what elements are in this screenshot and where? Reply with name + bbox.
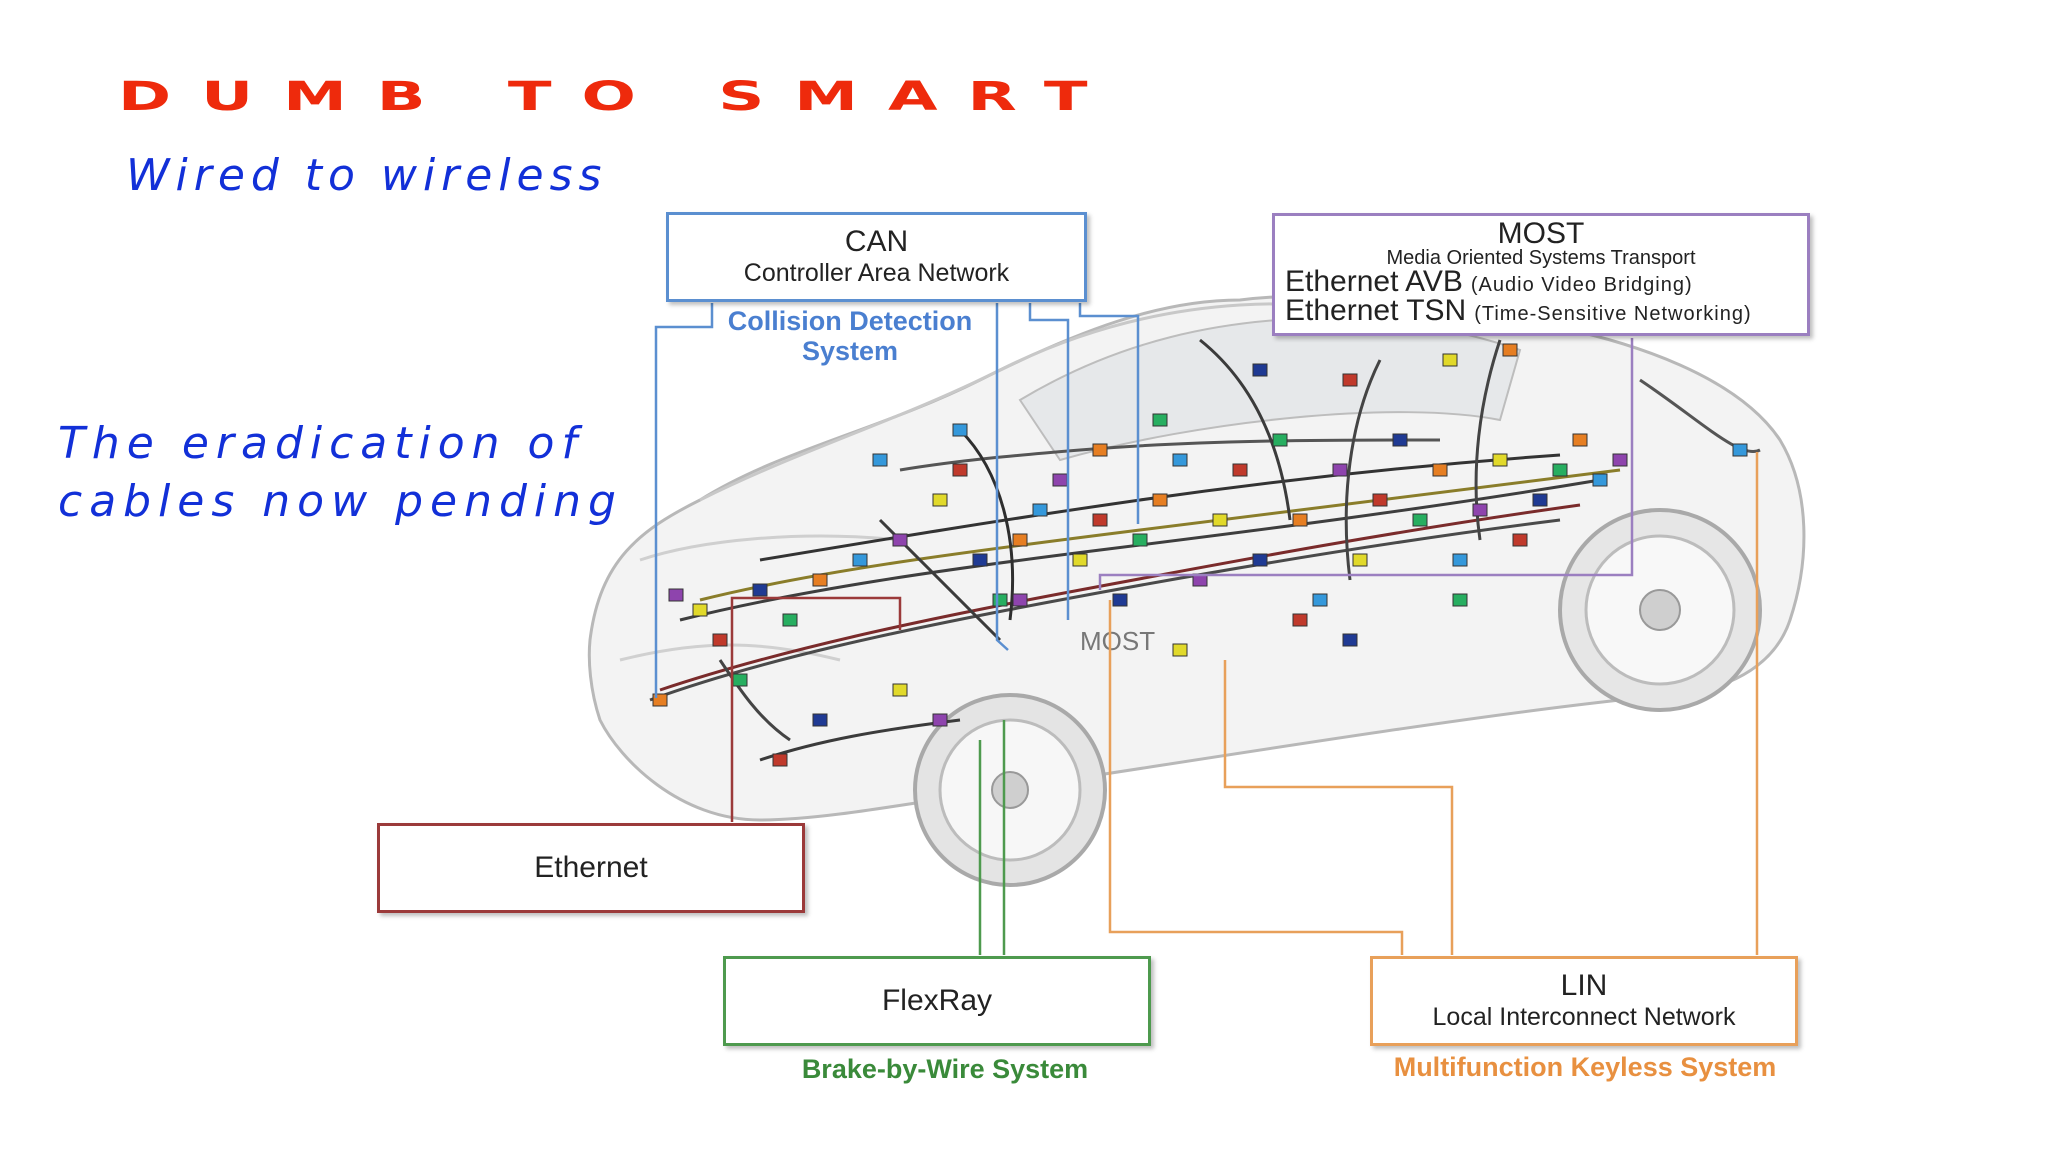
can-full-name: Controller Area Network — [743, 259, 1010, 287]
network-node — [1572, 433, 1588, 447]
most-avb-row: Ethernet AVB (Audio Video Bridging) — [1285, 265, 1693, 298]
network-node — [1272, 433, 1288, 447]
rear-wheel — [1558, 508, 1762, 712]
network-node — [1252, 553, 1268, 567]
car-illustration: MOST — [587, 294, 1806, 887]
network-node — [892, 533, 908, 547]
page-title: Dumb to smart — [118, 74, 1118, 120]
flexray-box: FlexRay — [723, 956, 1151, 1046]
network-node — [1612, 453, 1628, 467]
most-box: MOST Media Oriented Systems Transport Et… — [1272, 213, 1810, 336]
network-node — [1232, 463, 1248, 477]
network-node — [1112, 593, 1128, 607]
network-node — [1152, 413, 1168, 427]
network-node — [952, 423, 968, 437]
network-node — [1352, 553, 1368, 567]
network-node — [668, 588, 684, 602]
most-name: MOST — [1497, 217, 1585, 250]
network-node — [1292, 513, 1308, 527]
page-subtitle: Wired to wireless — [126, 150, 608, 201]
wiring-harness — [649, 338, 1761, 762]
network-node — [1132, 533, 1148, 547]
network-node — [1172, 453, 1188, 467]
connector-lines — [654, 303, 1759, 955]
network-node — [1442, 353, 1458, 367]
network-node — [1252, 363, 1268, 377]
car-most-label: MOST — [1080, 626, 1155, 656]
network-node — [1092, 513, 1108, 527]
network-node — [772, 753, 788, 767]
network-node — [1492, 453, 1508, 467]
network-node — [1092, 443, 1108, 457]
network-nodes — [652, 343, 1748, 767]
most-tsn-label: Ethernet TSN — [1285, 294, 1467, 327]
network-node — [752, 583, 768, 597]
network-node — [692, 603, 708, 617]
lin-box: LIN Local Interconnect Network — [1370, 956, 1798, 1046]
network-node — [1732, 443, 1748, 457]
ethernet-box: Ethernet — [377, 823, 805, 913]
most-tsn-row: Ethernet TSN (Time-Sensitive Networking) — [1285, 294, 1752, 327]
network-node — [932, 713, 948, 727]
can-box: CAN Controller Area Network — [666, 212, 1087, 302]
network-node — [932, 493, 948, 507]
network-node — [812, 713, 828, 727]
front-wheel — [913, 693, 1107, 887]
can-system-label: Collision Detection System — [727, 306, 973, 366]
network-node — [1152, 493, 1168, 507]
network-node — [1292, 613, 1308, 627]
network-node — [1212, 513, 1228, 527]
network-node — [1332, 463, 1348, 477]
network-node — [1452, 593, 1468, 607]
network-node — [952, 463, 968, 477]
network-node — [1592, 473, 1608, 487]
lin-full-name: Local Interconnect Network — [1432, 1003, 1736, 1031]
network-node — [1472, 503, 1488, 517]
network-node — [992, 593, 1008, 607]
network-node — [1392, 433, 1408, 447]
network-node — [1552, 463, 1568, 477]
lin-system-label: Multifunction Keyless System — [1393, 1052, 1777, 1082]
network-node — [1372, 493, 1388, 507]
network-node — [1312, 593, 1328, 607]
network-node — [1502, 343, 1518, 357]
network-node — [1052, 473, 1068, 487]
network-node — [972, 553, 988, 567]
network-node — [732, 673, 748, 687]
network-node — [1342, 633, 1358, 647]
network-node — [1172, 643, 1188, 657]
network-node — [1432, 463, 1448, 477]
network-node — [1512, 533, 1528, 547]
network-node — [1532, 493, 1548, 507]
flexray-name: FlexRay — [881, 984, 993, 1017]
network-node — [712, 633, 728, 647]
network-node — [812, 573, 828, 587]
network-node — [1012, 593, 1028, 607]
most-avb-label: Ethernet AVB — [1285, 265, 1463, 298]
network-node — [1072, 553, 1088, 567]
network-node — [1412, 513, 1428, 527]
network-node — [872, 453, 888, 467]
most-avb-note: (Audio Video Bridging) — [1470, 274, 1693, 296]
side-text-line-2: cables now pending — [58, 476, 623, 527]
network-node — [782, 613, 798, 627]
side-text-line-1: The eradication of — [58, 418, 584, 469]
network-node — [1452, 553, 1468, 567]
most-full-name: Media Oriented Systems Transport — [1386, 247, 1696, 269]
most-tsn-note: (Time-Sensitive Networking) — [1474, 303, 1752, 325]
network-node — [852, 553, 868, 567]
ethernet-name: Ethernet — [534, 851, 648, 884]
lin-name: LIN — [1560, 969, 1608, 1002]
flexray-system-label: Brake-by-Wire System — [801, 1054, 1089, 1084]
can-name: CAN — [844, 225, 909, 258]
network-node — [1012, 533, 1028, 547]
network-node — [1032, 503, 1048, 517]
network-node — [1342, 373, 1358, 387]
network-node — [892, 683, 908, 697]
